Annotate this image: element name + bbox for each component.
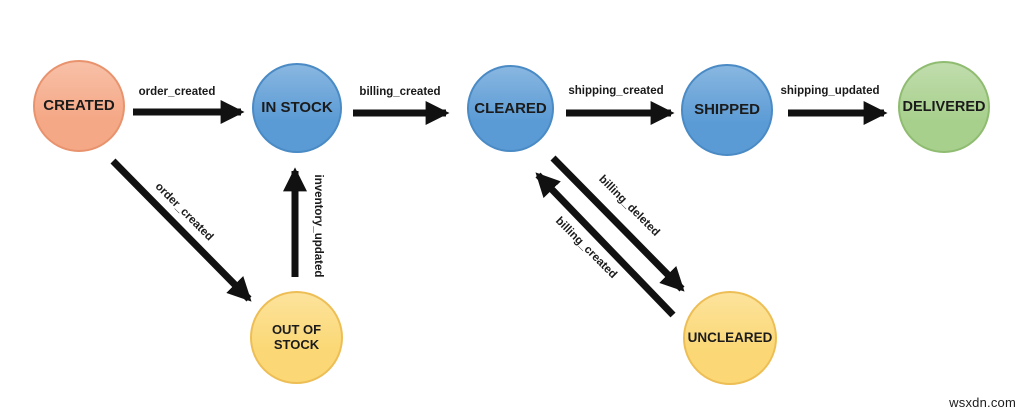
state-label-in-stock: IN STOCK [261,99,333,117]
state-node-shipped: SHIPPED [681,64,773,156]
state-label-created: CREATED [43,97,115,115]
edge-label-order-created: order_created [138,86,216,98]
edge-label-shipping-updated: shipping_updated [780,85,880,97]
edge-label-inventory-updated: inventory_updated [312,174,324,278]
arrow-created-to-out-of-stock [110,158,252,302]
state-label-uncleared: UNCLEARED [687,330,773,346]
state-node-out-of-stock: OUT OF STOCK [250,291,343,384]
arrow-uncleared-to-cleared [535,172,676,318]
watermark: wsxdn.com [949,395,1016,410]
state-node-uncleared: UNCLEARED [683,291,777,385]
state-node-delivered: DELIVERED [898,61,990,153]
state-label-shipped: SHIPPED [694,101,760,119]
arrow-cleared-to-uncleared [550,155,685,292]
edge-label-billing-created: billing_created [359,86,441,98]
state-node-in-stock: IN STOCK [252,63,342,153]
state-label-out-of-stock: OUT OF STOCK [271,321,322,352]
state-node-cleared: CLEARED [467,65,554,152]
edge-label-shipping-created: shipping_created [568,85,664,97]
state-label-delivered: DELIVERED [902,98,986,115]
state-node-created: CREATED [33,60,125,152]
state-label-cleared: CLEARED [474,99,547,117]
